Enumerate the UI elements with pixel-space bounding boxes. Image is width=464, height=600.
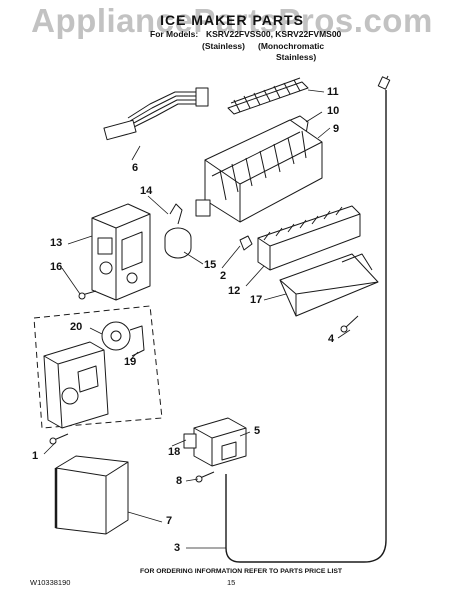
callout-1: 1 [32, 450, 39, 462]
callout-20: 20 [70, 321, 83, 333]
part-screw-8 [195, 471, 215, 483]
callout-8: 8 [176, 475, 183, 487]
models-label: For Models: [150, 29, 199, 39]
part-cover [279, 253, 379, 317]
variant-monochromatic: (Monochromatic [258, 41, 325, 51]
callout-7: 7 [166, 515, 173, 527]
callout-5: 5 [254, 425, 261, 437]
part-ice-mold [195, 119, 323, 223]
callout-15: 15 [204, 259, 217, 271]
watermark-text: AppliancePartsPros.com [31, 2, 433, 39]
callout-6: 6 [132, 162, 139, 174]
part-control-plate [43, 341, 109, 429]
ordering-note: FOR ORDERING INFORMATION REFER TO PARTS … [140, 568, 343, 575]
part-water-valve [183, 417, 247, 467]
variant-monochromatic-cont: Stainless) [276, 52, 317, 62]
callout-4: 4 [328, 333, 335, 345]
part-motor [164, 203, 192, 259]
page-number: 15 [227, 578, 236, 587]
part-screw-1 [49, 433, 69, 445]
part-screw-4 [340, 315, 359, 333]
leader-lines [43, 89, 351, 549]
part-gear-motor [101, 321, 145, 357]
part-ejector-comb [227, 77, 309, 115]
callout-16: 16 [50, 261, 63, 273]
part-foam-block [54, 455, 129, 535]
callout-17: 17 [250, 294, 263, 306]
callout-11: 11 [327, 86, 339, 98]
callout-14: 14 [140, 185, 153, 197]
callout-2: 2 [220, 270, 227, 282]
callout-12: 12 [228, 285, 241, 297]
part-control-housing [91, 203, 151, 301]
models-list: KSRV22FVSS00, KSRV22FVMS00 [206, 29, 342, 39]
part-screw-16 [78, 290, 97, 300]
variant-stainless: (Stainless) [202, 41, 245, 51]
callout-18: 18 [168, 446, 181, 458]
part-fill-cup [257, 205, 361, 271]
callout-9: 9 [333, 123, 340, 135]
callout-10: 10 [327, 105, 340, 117]
callout-3: 3 [174, 542, 181, 554]
part-wire-harness [103, 87, 209, 141]
document-number: W10338190 [30, 578, 71, 587]
callout-19: 19 [124, 356, 137, 368]
part-water-tube [225, 75, 391, 563]
callout-13: 13 [50, 237, 63, 249]
part-small-clip [239, 235, 253, 251]
diagram-title: ICE MAKER PARTS [160, 12, 304, 28]
